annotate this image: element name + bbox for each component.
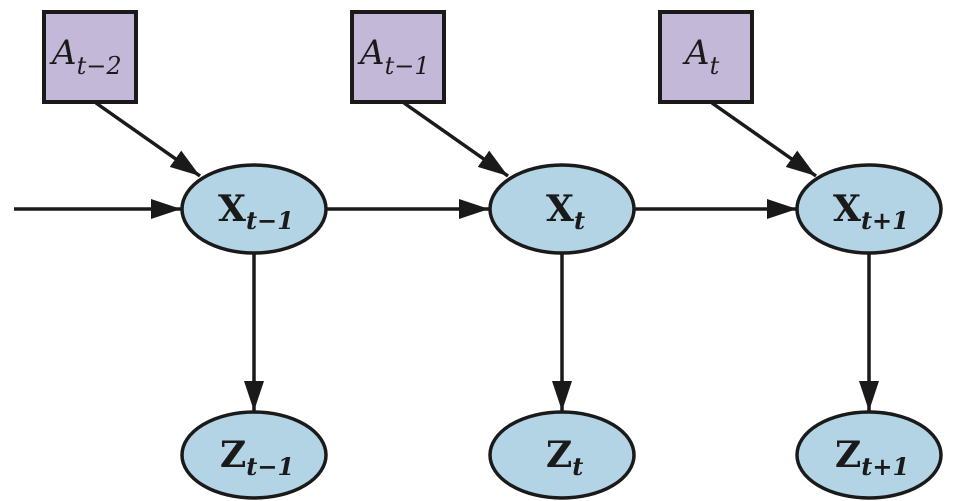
- action-label-sub: t−1: [385, 52, 430, 80]
- edges: [14, 101, 879, 411]
- action-node-a-t-minus-2: At−2: [42, 10, 138, 104]
- svg-text:Zt−1: Zt−1: [220, 434, 294, 481]
- observation-label-sub: t−1: [246, 452, 294, 481]
- action-label-sub: t−2: [77, 52, 122, 80]
- state-label-base: X: [218, 188, 246, 230]
- edge-a-t-minus-1-to-x-t: [402, 101, 510, 178]
- state-node-x-t: Xt: [488, 163, 636, 255]
- svg-text:Xt−1: Xt−1: [218, 188, 294, 235]
- observation-node-z-t: Zt: [488, 410, 636, 500]
- action-label-base: A: [357, 33, 385, 73]
- observation-label-sub: t: [572, 452, 583, 481]
- observation-label-sub: t+1: [861, 452, 909, 481]
- svg-text:At−2: At−2: [49, 33, 122, 80]
- action-node-a-t-minus-1: At−1: [350, 10, 446, 104]
- state-label-sub: t: [574, 206, 585, 235]
- state-node-x-t-plus-1: Xt+1: [795, 163, 943, 255]
- svg-text:Xt+1: Xt+1: [833, 188, 909, 235]
- state-label-base: X: [546, 188, 574, 230]
- action-label-base: A: [49, 33, 77, 73]
- state-label-sub: t+1: [861, 206, 909, 235]
- svg-text:Zt: Zt: [546, 434, 583, 481]
- action-label-sub: t: [710, 52, 720, 80]
- svg-text:Xt: Xt: [546, 188, 585, 235]
- svg-text:At: At: [682, 33, 720, 80]
- observation-label-base: Z: [546, 434, 572, 476]
- edge-a-t-to-x-t-plus-1: [710, 101, 818, 178]
- observation-node-z-t-plus-1: Zt+1: [795, 410, 943, 500]
- action-label-base: A: [682, 33, 710, 73]
- state-label-base: X: [833, 188, 861, 230]
- state-label-sub: t−1: [246, 206, 294, 235]
- edge-a-t-minus-2-to-x-t-minus-1: [94, 101, 202, 178]
- observation-node-z-t-minus-1: Zt−1: [180, 410, 328, 500]
- action-node-a-t: At: [658, 10, 754, 104]
- state-node-x-t-minus-1: Xt−1: [180, 163, 328, 255]
- observation-label-base: Z: [835, 434, 861, 476]
- svg-text:Zt+1: Zt+1: [835, 434, 909, 481]
- observation-label-base: Z: [220, 434, 246, 476]
- svg-text:At−1: At−1: [357, 33, 430, 80]
